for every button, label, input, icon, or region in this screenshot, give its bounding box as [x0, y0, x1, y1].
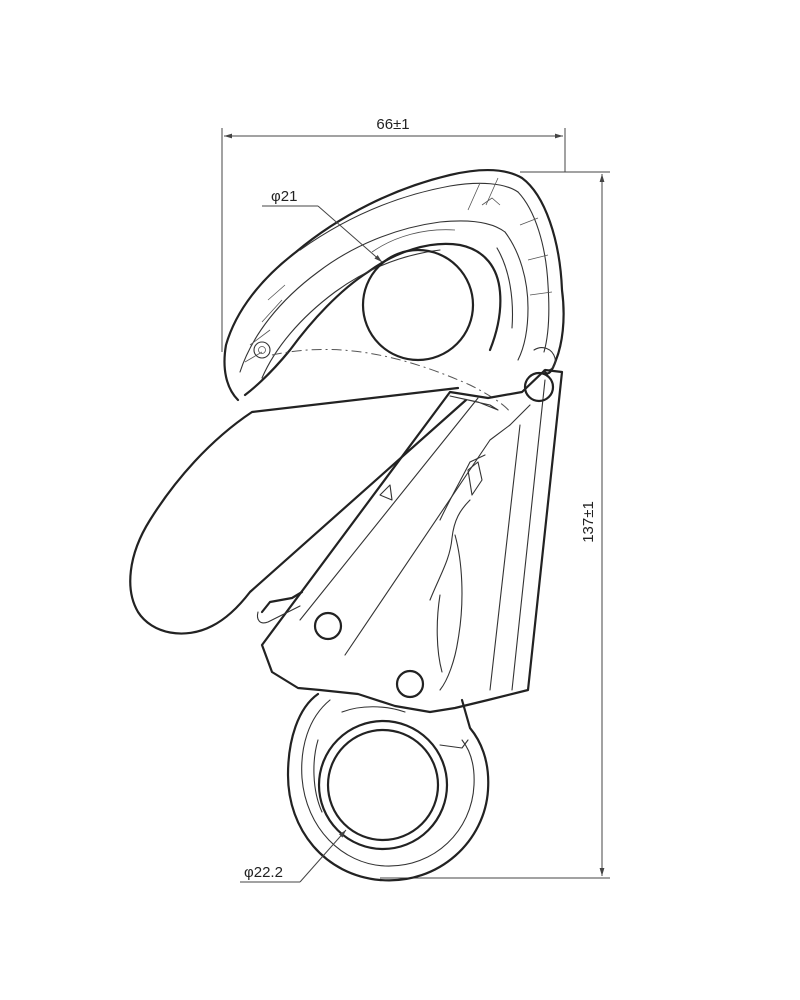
spine-frame — [256, 368, 564, 714]
hinge-pin — [523, 371, 555, 403]
head-leader-diagonal — [317, 205, 383, 263]
height-dimension: 137±1 — [380, 171, 610, 879]
height-label: 137±1 — [580, 501, 597, 543]
head-diameter-label: φ21 — [271, 188, 297, 205]
rivet-lower — [395, 669, 425, 699]
head-diameter-circle — [271, 248, 511, 413]
width-dimension: 66±1 — [221, 116, 566, 352]
eye-diameter-callout: φ22.2 — [240, 829, 347, 883]
width-label: 66±1 — [376, 116, 409, 133]
eye-leader-diagonal — [299, 829, 347, 883]
head-diameter-callout: φ21 — [262, 188, 383, 263]
eye-diameter-label: φ22.2 — [244, 864, 283, 881]
eye-inner-ring — [326, 728, 440, 842]
bottom-eye — [286, 692, 490, 882]
hook-body — [223, 168, 565, 402]
rivet-upper — [313, 611, 343, 641]
eye-outer-ring — [317, 719, 449, 851]
gate-lever — [129, 386, 499, 635]
